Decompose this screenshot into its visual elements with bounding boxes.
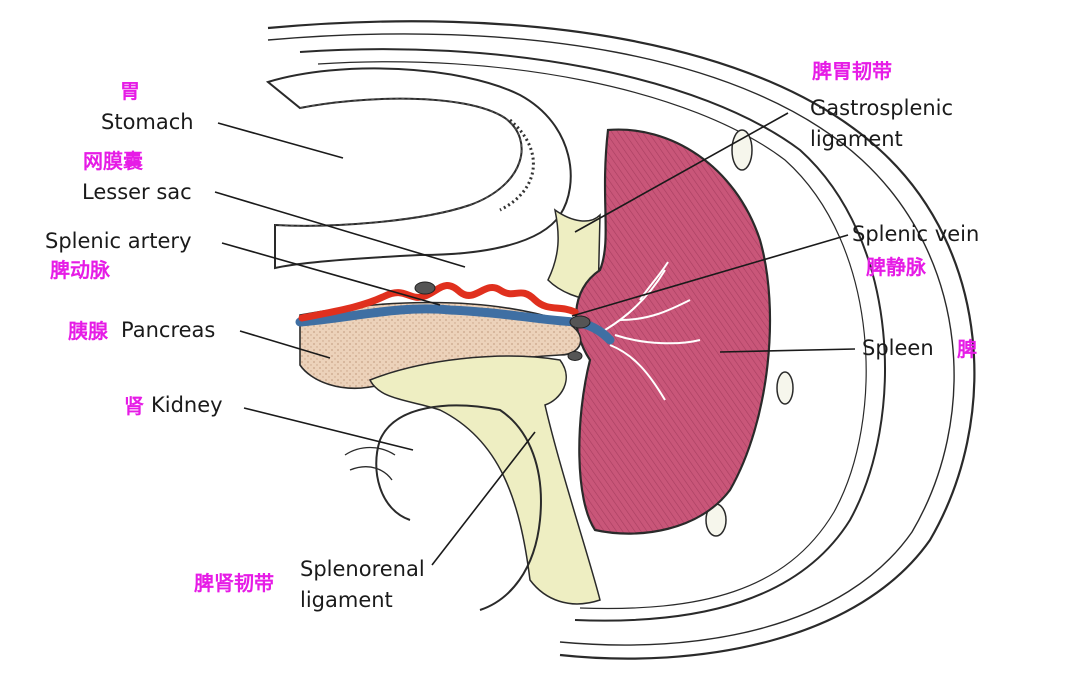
splenic-vein-label: Splenic vein xyxy=(852,222,980,246)
spleen-label: Spleen xyxy=(862,336,934,360)
splenic-artery-shape xyxy=(298,282,579,322)
stomach-label-zh: 胃 xyxy=(120,79,140,103)
splenic-artery-label-zh: 脾动脉 xyxy=(50,258,110,282)
pancreas-shape xyxy=(299,301,582,389)
splenorenal-label-line1: Splenorenal xyxy=(300,557,425,581)
gastrosplenic-label-line2: ligament xyxy=(810,127,903,151)
splenorenal-label-line2: ligament xyxy=(300,588,393,612)
kidney-shape xyxy=(375,404,542,611)
leader-lines xyxy=(214,112,856,566)
lesser-sac-label-zh: 网膜囊 xyxy=(83,149,143,173)
spleen-shape xyxy=(574,128,772,535)
kidney-label: Kidney xyxy=(151,393,223,417)
lesser-sac-label: Lesser sac xyxy=(82,180,192,204)
spleen-label-zh: 脾 xyxy=(957,337,977,361)
pancreas-label-zh: 胰腺 xyxy=(68,319,108,343)
splenic-vein-label-zh: 脾静脉 xyxy=(866,255,926,279)
splenic-vein-shape xyxy=(295,304,615,345)
gastrosplenic-label-zh: 脾胃韧带 xyxy=(812,59,892,83)
kidney-label-zh: 肾 xyxy=(124,394,144,418)
pancreas-label: Pancreas xyxy=(121,318,216,342)
splenic-hilum-vessels xyxy=(604,261,701,401)
stomach xyxy=(265,67,572,270)
perirenal-fat xyxy=(368,355,601,605)
splenorenal-label-zh: 脾肾韧带 xyxy=(194,571,274,595)
stomach-label: Stomach xyxy=(101,110,194,134)
gastrosplenic-ligament-shape xyxy=(547,208,601,301)
gastrosplenic-label-line1: Gastrosplenic xyxy=(810,96,954,120)
splenic-artery-label: Splenic artery xyxy=(45,229,192,253)
